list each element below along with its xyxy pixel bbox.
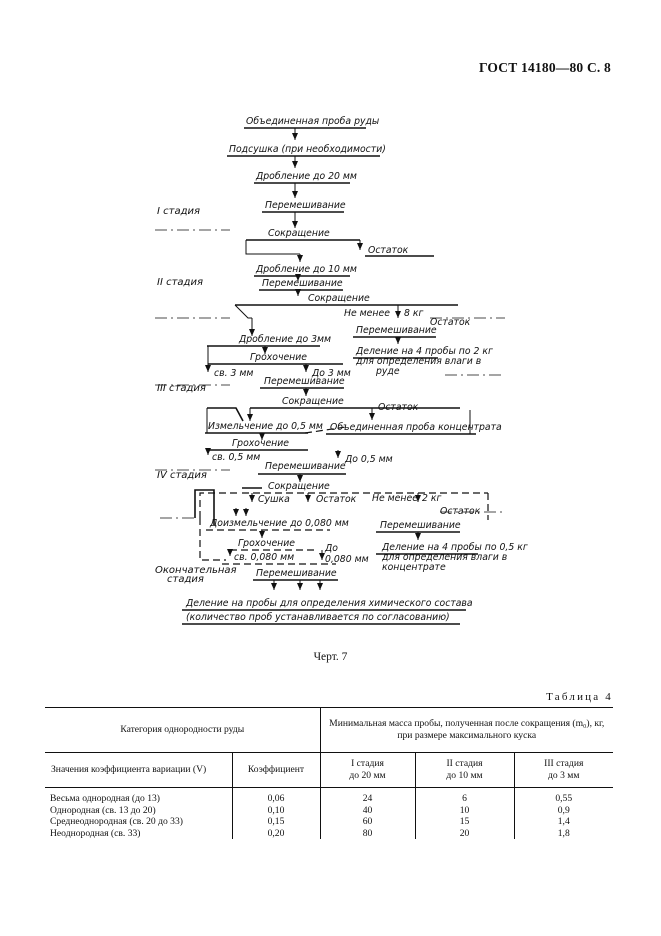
stage-label: III стадия <box>157 383 206 394</box>
recycle-line <box>194 489 215 525</box>
flow-step: (количество проб устанавливается по согл… <box>186 612 450 623</box>
table-cell: 0,15 <box>231 816 320 828</box>
flow-step: Перемешивание <box>265 461 346 472</box>
stage-label: Окончательная <box>155 565 237 576</box>
side-label: Объединенная проба концентрата <box>330 422 502 433</box>
table-cell: 0,06 <box>231 787 320 805</box>
stage-label: IV стадия <box>157 470 207 481</box>
side-label: До 3 мм <box>311 368 351 379</box>
flow-step: Перемешивание <box>265 200 346 211</box>
table-cell: Среднеоднородная (св. 20 до 33) <box>50 816 183 828</box>
table-cell: 0,55 <box>513 787 613 805</box>
side-label: 0,080 мм <box>325 554 369 565</box>
flow-step: Деление на пробы для определения химичес… <box>185 598 473 609</box>
flow-step: Перемешивание <box>256 568 337 579</box>
flow-step: Сушка <box>258 494 290 505</box>
remainder-label: Остаток <box>316 494 357 505</box>
remainder-label: Остаток <box>430 317 471 328</box>
table-cell: Весьма однородная (до 13) <box>50 793 160 804</box>
table-row: Однородная (св. 13 до 20) 0,10 40 10 0,9 <box>45 804 613 817</box>
remainder-label: Остаток <box>368 245 409 256</box>
flow-step: Дробление до 3мм <box>238 334 331 345</box>
figure-caption: Черт. 7 <box>313 651 348 663</box>
side-label: руде <box>375 366 400 377</box>
table-cell: 80 <box>319 827 415 840</box>
remainder-label: Остаток <box>378 402 419 413</box>
side-label: св. 0,080 мм <box>234 552 294 563</box>
flow-step: Сокращение <box>282 396 344 407</box>
flow-step: Дробление до 10 мм <box>255 264 357 275</box>
flow-line <box>234 304 252 319</box>
side-label: концентрате <box>382 562 446 573</box>
flow-step: Измельчение до 0,5 мм <box>208 421 323 432</box>
side-label: для определения влаги в <box>381 552 507 563</box>
category-header: Категория однородности руды <box>45 707 321 753</box>
table-cell: 40 <box>319 804 415 817</box>
page-header: ГОСТ 14180—80 С. 8 <box>478 60 611 75</box>
remainder-label: Остаток <box>440 506 481 517</box>
coefficient-header: Коэффициент <box>231 752 321 788</box>
table-row: Весьма однородная (до 13) 0,06 24 6 0,55 <box>45 787 613 805</box>
table-cell: 10 <box>414 804 514 817</box>
side-label: Деление на 4 пробы по 0,5 кг <box>381 542 528 553</box>
table-row: Среднеоднородная (св. 20 до 33) 0,15 60 … <box>45 816 613 828</box>
table-cell: 1,4 <box>513 816 613 828</box>
flow-line <box>245 240 300 255</box>
table-cell: Неоднородная (св. 33) <box>50 827 141 839</box>
side-label: До 0,5 мм <box>344 454 393 465</box>
table-cell: 24 <box>319 787 415 805</box>
side-label: Не менее <box>372 493 418 504</box>
table-row: Неоднородная (св. 33) 0,20 80 20 1,8 <box>45 827 613 840</box>
recycle-line-dashed <box>199 492 240 518</box>
table-cell: 15 <box>414 816 514 828</box>
flow-step: Объединенная проба руды <box>246 116 379 127</box>
flow-step: Перемешивание <box>262 278 343 289</box>
stage-label: стадия <box>167 574 204 585</box>
table-cell: 0,10 <box>231 804 320 817</box>
side-label: св. 0,5 мм <box>212 452 260 463</box>
side-label: Деление на 4 пробы по 2 кг <box>355 346 493 357</box>
side-label: св. 3 мм <box>214 368 253 379</box>
flow-step: Сокращение <box>268 481 330 492</box>
flow-step: Грохочение <box>250 352 307 363</box>
table-cell: 60 <box>319 816 415 828</box>
recycle-line-dashed <box>199 518 226 561</box>
table-cell: 0,20 <box>231 827 320 840</box>
flow-step: Подсушка (при необходимости) <box>229 144 386 155</box>
side-label: Перемешивание <box>356 325 437 336</box>
flow-step: Грохочение <box>232 438 289 449</box>
mass-header: Минимальная масса пробы, полученная посл… <box>319 707 613 753</box>
side-label: для определения влаги в <box>355 356 481 367</box>
flow-step: Грохочение <box>238 538 295 549</box>
flow-step: Перемешивание <box>264 376 345 387</box>
side-label: Не менее <box>344 308 390 319</box>
sample-mass-table: Категория однородности руды Минимальная … <box>45 707 613 840</box>
flow-step: Доизмельчение до 0,080 мм <box>209 518 349 529</box>
table-cell: 20 <box>414 827 514 840</box>
table-cell: 6 <box>414 787 514 805</box>
side-label: Перемешивание <box>380 520 461 531</box>
ore-sampling-flow-chart: I стадия II стадия III стадия IV стадия … <box>155 116 528 625</box>
variation-header: Значения коэффициента вариации (V) <box>45 752 233 788</box>
table-cell: 1,8 <box>513 827 613 840</box>
table-title: Таблица 4 <box>546 691 613 703</box>
flow-step: Сокращение <box>268 228 330 239</box>
side-label: 8 кг <box>404 308 423 319</box>
stage-label: II стадия <box>157 277 203 288</box>
side-label: До <box>324 543 338 554</box>
flow-step: Дробление до 20 мм <box>255 171 357 182</box>
stage-label: I стадия <box>157 206 200 217</box>
flow-line-dashed <box>304 426 347 434</box>
table-cell: 0,9 <box>513 804 613 817</box>
recycle-line <box>207 407 244 422</box>
side-label: 2 кг <box>422 493 441 504</box>
flow-step: Сокращение <box>308 293 370 304</box>
table-cell: Однородная (св. 13 до 20) <box>50 804 156 816</box>
